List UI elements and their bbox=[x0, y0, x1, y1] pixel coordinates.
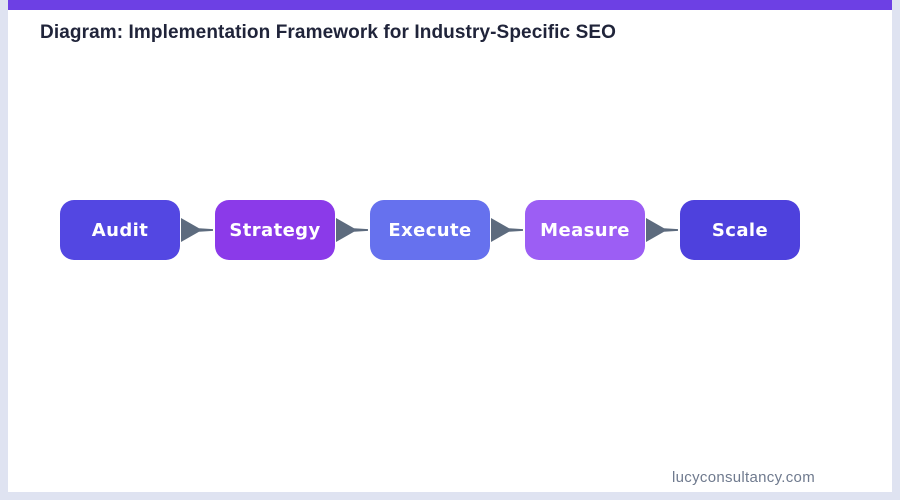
page-title: Diagram: Implementation Framework for In… bbox=[40, 22, 617, 43]
flow-step-label: Scale bbox=[711, 219, 769, 241]
page-border-left bbox=[0, 0, 8, 500]
flow-step-label: Execute bbox=[388, 219, 472, 241]
arrow-right-icon bbox=[181, 218, 213, 242]
flow-step-measure: Measure bbox=[525, 200, 645, 260]
flow-step-label: Strategy bbox=[229, 219, 321, 241]
footer-site-text: lucyconsultancy.com bbox=[672, 469, 815, 486]
flow-step-label: Measure bbox=[540, 219, 630, 241]
page-border-right bbox=[892, 0, 900, 500]
process-flow: Audit Strategy Execute Measure Scale bbox=[60, 200, 800, 260]
flow-step-execute: Execute bbox=[370, 200, 490, 260]
page-border-bottom bbox=[0, 492, 900, 500]
arrow-right-icon bbox=[491, 218, 523, 242]
arrow-right-icon bbox=[336, 218, 368, 242]
flow-step-strategy: Strategy bbox=[215, 200, 335, 260]
flow-step-audit: Audit bbox=[60, 200, 180, 260]
flow-step-label: Audit bbox=[91, 219, 149, 241]
flow-step-scale: Scale bbox=[680, 200, 800, 260]
top-accent-bar bbox=[0, 0, 900, 10]
arrow-right-icon bbox=[646, 218, 678, 242]
